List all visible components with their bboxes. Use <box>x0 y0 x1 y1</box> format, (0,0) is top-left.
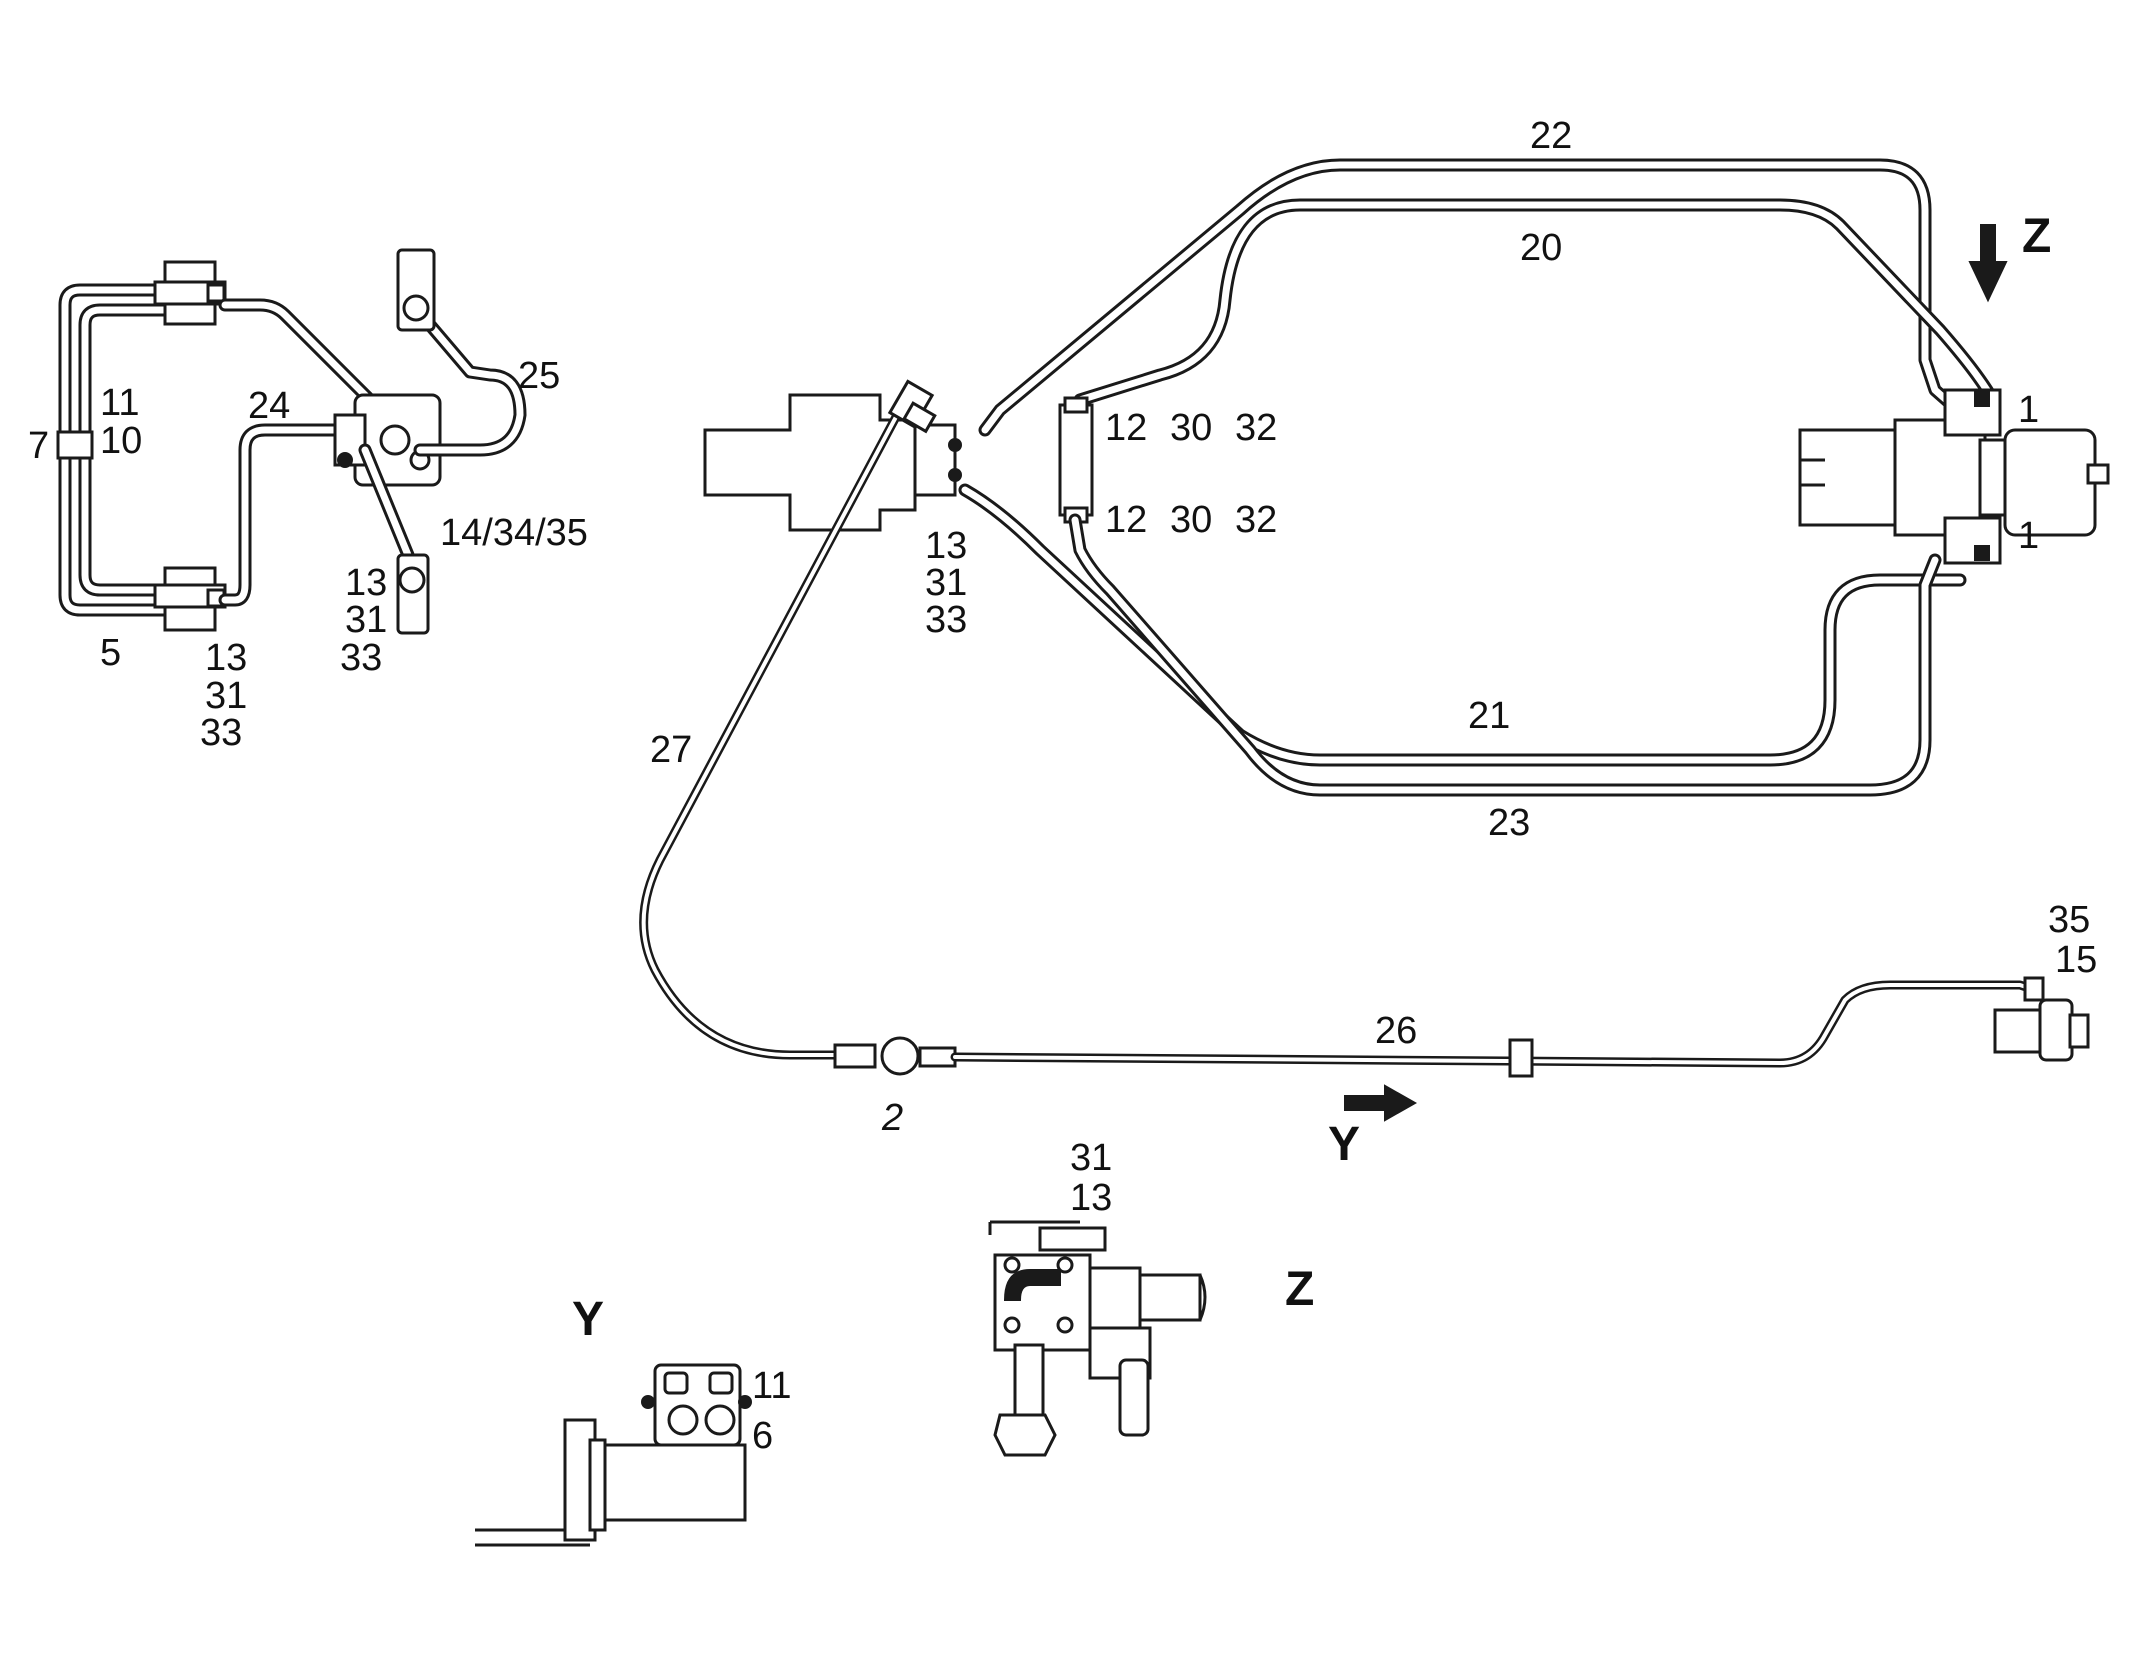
label-13-center: 13 <box>925 525 967 567</box>
label-13-detail-z: 13 <box>1070 1177 1112 1219</box>
label-10: 10 <box>100 420 142 462</box>
pipe-21 <box>958 483 1967 767</box>
hydraulic-pump <box>703 393 962 532</box>
label-26: 26 <box>1375 1010 1417 1052</box>
label-z-arrow: Z <box>2022 210 2051 263</box>
label-31-center: 31 <box>925 562 967 604</box>
detail-z <box>988 1220 1207 1457</box>
arrow-y <box>1344 1084 1418 1122</box>
label-30-upper: 30 <box>1170 407 1212 449</box>
label-5: 5 <box>100 632 121 674</box>
fitting-lower <box>398 566 426 594</box>
left-subassembly <box>56 248 527 635</box>
hydraulic-motor <box>1798 388 2110 565</box>
label-30-lower: 30 <box>1170 499 1212 541</box>
fitting-upper <box>402 294 430 322</box>
label-24: 24 <box>248 385 290 427</box>
clamp-7 <box>56 430 94 460</box>
label-15-right: 15 <box>2055 939 2097 981</box>
pipe-14-34-35 <box>358 443 415 562</box>
label-14-34-35: 14/34/35 <box>440 512 588 554</box>
label-35-right: 35 <box>2048 899 2090 941</box>
pipe-24 <box>218 423 372 607</box>
label-32-upper: 32 <box>1235 407 1277 449</box>
pipe-23 <box>1068 513 1942 797</box>
label-33-mid: 33 <box>340 637 382 679</box>
pipe-20 <box>1073 198 1997 407</box>
pipe-upper-to-valve <box>218 298 397 427</box>
label-23: 23 <box>1488 802 1530 844</box>
label-y-arrow: Y <box>1328 1118 1360 1171</box>
label-1-lower: 1 <box>2018 515 2039 557</box>
pipe-22 <box>978 158 1967 437</box>
labels: 22 20 Z 1 1 12 30 32 12 30 32 13 31 33 2… <box>28 115 2097 1457</box>
arrow-z <box>1968 224 2008 303</box>
label-31-mid: 31 <box>345 599 387 641</box>
label-y-detail: Y <box>572 1293 604 1346</box>
detail-y <box>475 1363 752 1547</box>
center-valve <box>333 393 442 487</box>
tee-fitting-2 <box>833 1036 957 1076</box>
gauge-15-35 <box>1993 976 2090 1062</box>
label-11-detail-y: 11 <box>752 1365 791 1407</box>
pipe-25 <box>413 318 527 457</box>
valve-block-upper <box>153 260 227 326</box>
main-assembly <box>639 158 2110 1122</box>
label-21: 21 <box>1468 695 1510 737</box>
label-7: 7 <box>28 425 49 467</box>
label-13-left: 13 <box>205 637 247 679</box>
label-20: 20 <box>1520 227 1562 269</box>
label-12-lower: 12 <box>1105 499 1147 541</box>
label-2: 2 <box>881 1097 903 1139</box>
label-31-left: 31 <box>205 675 247 717</box>
filter-housing <box>1058 396 1094 524</box>
fitting-27-top <box>887 379 937 434</box>
label-22: 22 <box>1530 115 1572 157</box>
label-12-upper: 12 <box>1105 407 1147 449</box>
label-25: 25 <box>518 355 560 397</box>
label-32-lower: 32 <box>1235 499 1277 541</box>
label-1-upper: 1 <box>2018 389 2039 431</box>
label-33-left: 33 <box>200 712 242 754</box>
label-z-detail: Z <box>1285 1263 1314 1316</box>
label-27: 27 <box>650 729 692 771</box>
pipe-27 <box>639 395 910 1060</box>
label-31-detail-z: 31 <box>1070 1137 1112 1179</box>
clamp-26 <box>1508 1038 1534 1078</box>
label-13-mid: 13 <box>345 562 387 604</box>
pipe-26 <box>950 980 2040 1068</box>
valve-block-lower <box>153 566 227 632</box>
label-11: 11 <box>100 382 139 424</box>
label-6-detail-y: 6 <box>752 1415 773 1457</box>
label-33-center: 33 <box>925 599 967 641</box>
